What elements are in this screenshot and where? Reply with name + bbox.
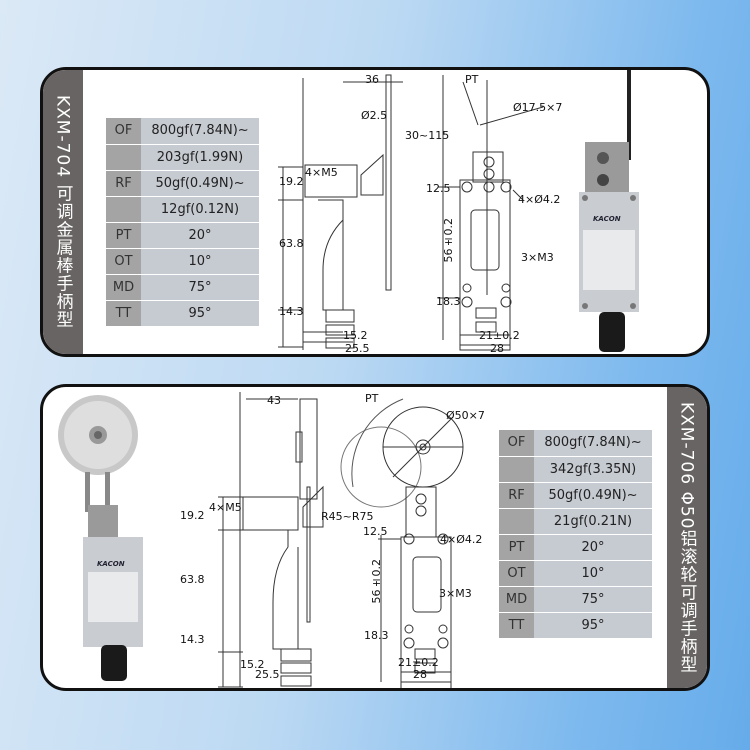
spec-key: OT <box>499 560 534 587</box>
dim-label: 28 <box>413 668 427 681</box>
spec-value: 50gf(0.49N)~ <box>534 482 652 509</box>
spec-key: TT <box>499 612 534 639</box>
dim-label: 14.3 <box>279 305 304 318</box>
spec-key: MD <box>499 586 534 613</box>
panel-title: KXM-706 Φ50铝滚轮可调手柄型 <box>676 401 697 674</box>
dim-label: Ø17.5×7 <box>513 101 563 114</box>
spec-value: 12gf(0.12N) <box>141 196 259 223</box>
dim-label: 4×M5 <box>305 166 338 179</box>
spec-key <box>106 144 141 171</box>
product-photo <box>579 70 639 352</box>
dim-label: 30~115 <box>405 129 450 142</box>
spec-value: 800gf(7.84N)~ <box>534 430 652 457</box>
dim-label: 25.5 <box>345 342 370 355</box>
table-row: 12gf(0.12N) <box>106 196 259 223</box>
dim-label: 43 <box>267 394 281 407</box>
spec-value: 20° <box>141 222 259 249</box>
dim-label: 19.2 <box>279 175 304 188</box>
dim-label: 4×Ø4.2 <box>518 193 561 206</box>
spec-key <box>499 456 534 483</box>
dim-label: 12.5 <box>363 525 388 538</box>
spec-value: 20° <box>534 534 652 561</box>
dim-label: 3×M3 <box>521 251 554 264</box>
product-photo <box>58 395 143 681</box>
spec-value: 50gf(0.49N)~ <box>141 170 259 197</box>
spec-value: 75° <box>141 274 259 301</box>
spec-value: 342gf(3.35N) <box>534 456 652 483</box>
spec-key: TT <box>106 300 141 327</box>
spec-key <box>499 508 534 535</box>
table-row: 342gf(3.35N) <box>499 456 652 483</box>
spec-key: MD <box>106 274 141 301</box>
dim-label: 18.3 <box>436 295 461 308</box>
dim-label: 63.8 <box>279 237 304 250</box>
dim-label: 28 <box>490 342 504 355</box>
spec-value: 10° <box>534 560 652 587</box>
table-row: 21gf(0.21N) <box>499 508 652 535</box>
spec-key: RF <box>499 482 534 509</box>
panel-title-tab: KXM-706 Φ50铝滚轮可调手柄型 <box>667 387 707 688</box>
dim-label: 21±0.2 <box>398 656 439 669</box>
dim-label: Ø2.5 <box>361 109 388 122</box>
spec-key: RF <box>106 170 141 197</box>
panel-title: KXM-704 可调金属棒手柄型 <box>52 95 73 329</box>
technical-drawing <box>278 70 639 352</box>
dim-label: 56±0.2 <box>442 218 455 263</box>
dim-label: 14.3 <box>180 633 205 646</box>
brand-logo-text: KACON <box>593 215 621 223</box>
dim-label: 25.5 <box>255 668 280 681</box>
dim-label: PT <box>365 392 379 405</box>
dim-label: 15.2 <box>240 658 265 671</box>
spec-key: OT <box>106 248 141 275</box>
dim-label: R45~R75 <box>321 510 374 523</box>
dim-label: 4×Ø4.2 <box>440 533 483 546</box>
dim-label: Ø50×7 <box>446 409 485 422</box>
dim-label: 18.3 <box>364 629 389 642</box>
dim-label: 21±0.2 <box>479 329 520 342</box>
spec-key <box>106 196 141 223</box>
spec-key: OF <box>499 430 534 457</box>
dim-label: 19.2 <box>180 509 205 522</box>
spec-key: PT <box>499 534 534 561</box>
table-row: 203gf(1.99N) <box>106 144 259 171</box>
panel-title-tab: KXM-704 可调金属棒手柄型 <box>43 70 83 354</box>
spec-value: 75° <box>534 586 652 613</box>
brand-logo-text: KACON <box>97 560 125 568</box>
spec-value: 800gf(7.84N)~ <box>141 118 259 145</box>
dim-label: 15.2 <box>343 329 368 342</box>
spec-value: 21gf(0.21N) <box>534 508 652 535</box>
dim-label: 63.8 <box>180 573 205 586</box>
dim-label: 12.5 <box>426 182 451 195</box>
dim-label: 36 <box>365 73 379 86</box>
spec-value: 95° <box>141 300 259 327</box>
dim-label: PT <box>465 73 479 86</box>
spec-key: PT <box>106 222 141 249</box>
spec-value: 203gf(1.99N) <box>141 144 259 171</box>
spec-key: OF <box>106 118 141 145</box>
spec-value: 10° <box>141 248 259 275</box>
dim-label: 3×M3 <box>439 587 472 600</box>
dim-label: 56±0.2 <box>370 559 383 604</box>
dim-label: 4×M5 <box>209 501 242 514</box>
technical-drawing <box>58 392 464 688</box>
spec-value: 95° <box>534 612 652 639</box>
